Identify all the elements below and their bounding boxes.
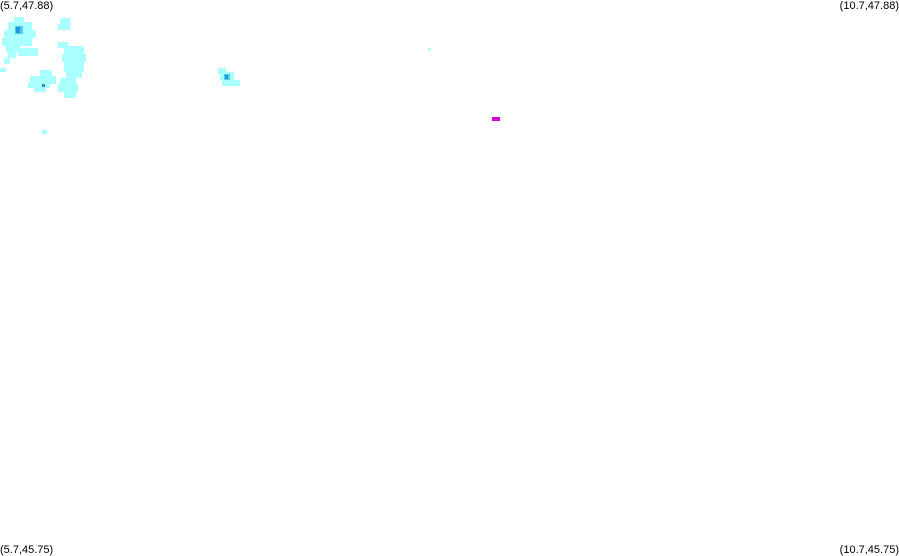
- precip-speck-south: [42, 130, 47, 134]
- precip-core-northwest: [15, 26, 23, 34]
- precip-peak-cell: [492, 117, 500, 121]
- precip-cluster-west: [28, 70, 56, 92]
- precip-cluster-north: [58, 18, 70, 30]
- precip-cluster-central: [58, 42, 86, 98]
- corner-coordinate-top-right: (10.7,47.88): [839, 0, 899, 12]
- precipitation-cells: [0, 17, 500, 134]
- corner-coordinate-bottom-left: (5.7,45.75): [0, 544, 54, 556]
- corner-coordinate-top-left: (5.7,47.88): [0, 0, 54, 12]
- precip-core-east: [224, 74, 230, 80]
- corner-coordinate-bottom-right: (10.7,45.75): [839, 544, 899, 556]
- precip-core-west: [42, 84, 45, 87]
- precip-speck-northeast: [428, 48, 431, 51]
